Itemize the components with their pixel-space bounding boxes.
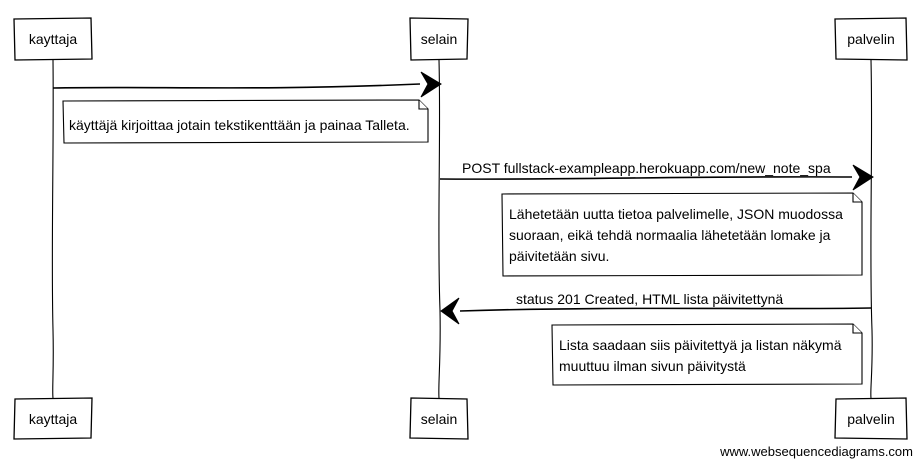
note-3: Lista saadaan siis päivitettyä ja listan… — [551, 323, 863, 386]
message-2-label: POST fullstack-exampleapp.herokuapp.com/… — [462, 160, 831, 176]
lifeline-selain — [438, 59, 441, 399]
note-1: käyttäjä kirjoittaa jotain tekstikenttää… — [62, 99, 429, 144]
message-2: POST fullstack-exampleapp.herokuapp.com/… — [439, 160, 874, 191]
participant-palvelin-label-bottom: palvelin — [847, 411, 894, 427]
participant-kayttaja-top: kayttaja — [13, 17, 93, 61]
participant-selain-label-bottom: selain — [421, 411, 458, 427]
participant-selain-top: selain — [409, 17, 469, 61]
participant-palvelin-bottom: palvelin — [834, 397, 908, 440]
note-3-line-2: muuttuu ilman sivun päivitystä — [559, 358, 746, 374]
note-3-line-1: Lista saadaan siis päivitettyä ja listan… — [559, 337, 842, 353]
note-1-line-1: käyttäjä kirjoittaa jotain tekstikenttää… — [69, 117, 410, 133]
arrowhead-left — [440, 297, 460, 325]
note-2: Lähetetään uutta tietoa palvelimelle, JS… — [501, 192, 863, 277]
participant-kayttaja-bottom: kayttaja — [13, 397, 93, 440]
lifeline-kayttaja — [51, 59, 54, 399]
note-2-line-1: Lähetetään uutta tietoa palvelimelle, JS… — [509, 206, 843, 222]
note-2-line-2: suoraan, eikä tehdä normaalia lähetetään… — [509, 227, 831, 243]
participant-kayttaja-label: kayttaja — [29, 31, 77, 47]
participant-selain-bottom: selain — [409, 397, 469, 440]
participant-selain-label: selain — [421, 31, 458, 47]
arrowhead-right — [420, 71, 442, 98]
message-1 — [52, 71, 442, 98]
lifeline-palvelin — [870, 59, 873, 399]
participant-kayttaja-label-bottom: kayttaja — [29, 411, 77, 427]
note-2-line-3: päivitetään sivu. — [509, 248, 609, 264]
credit-text: www.websequencediagrams.com — [719, 444, 913, 459]
arrowhead-right-2 — [852, 164, 874, 191]
message-3: status 201 Created, HTML lista päivitett… — [440, 291, 872, 325]
message-3-label: status 201 Created, HTML lista päivitett… — [516, 291, 783, 307]
participant-palvelin-label: palvelin — [847, 31, 894, 47]
participant-palvelin-top: palvelin — [834, 17, 908, 61]
